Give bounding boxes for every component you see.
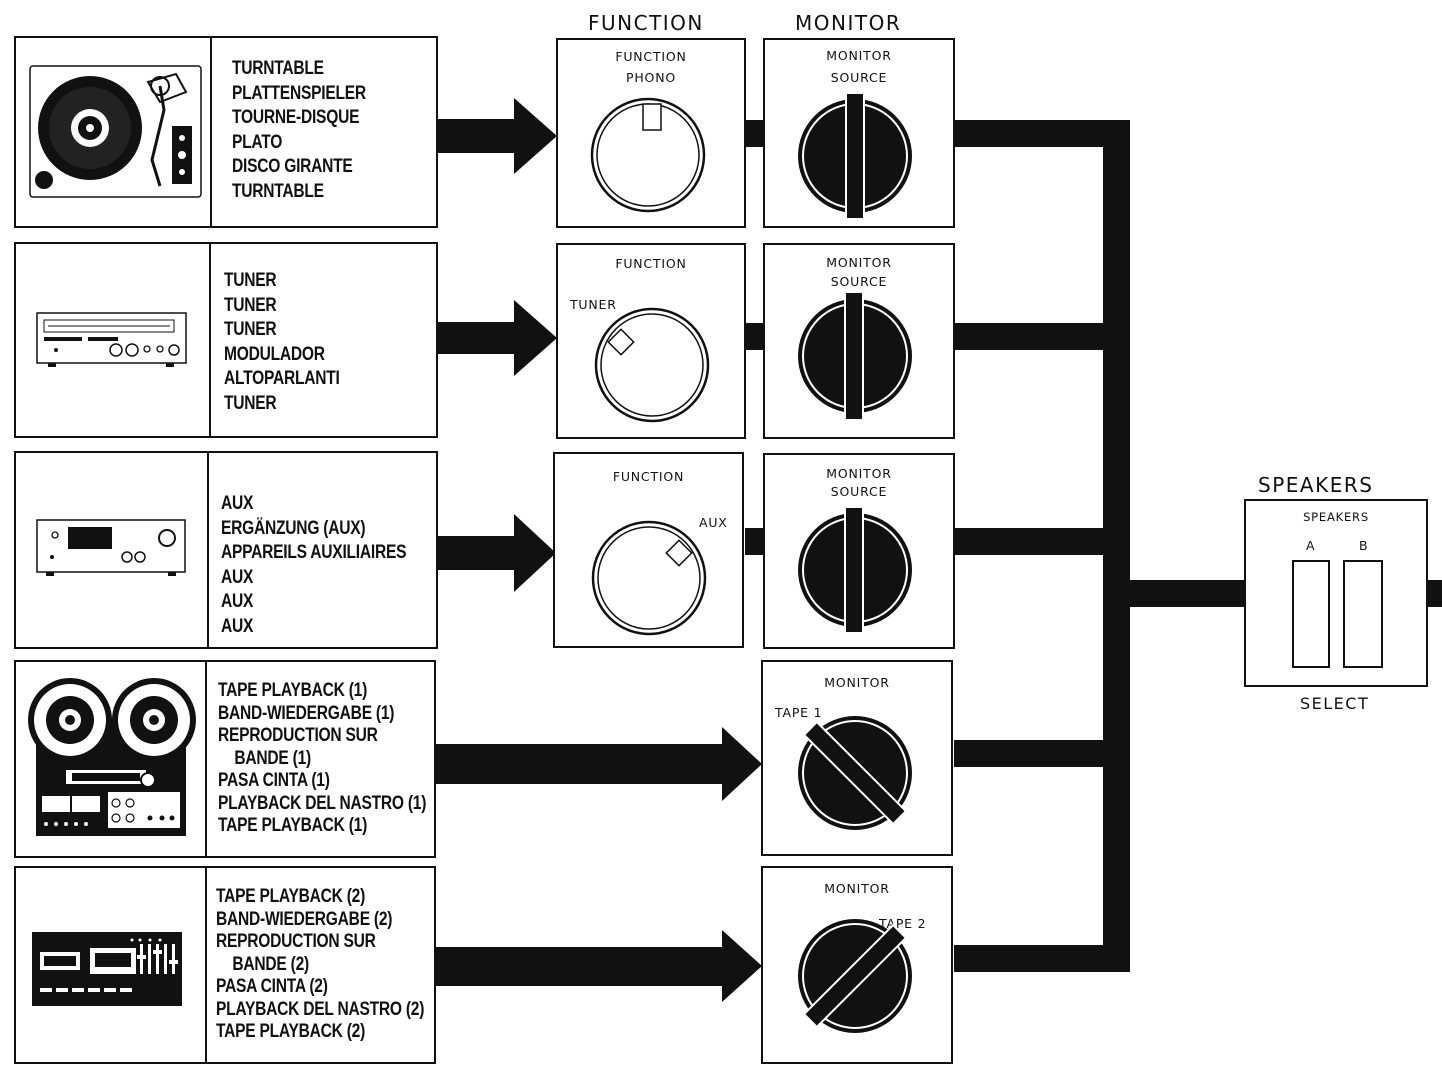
source-label: AUX	[221, 615, 254, 637]
monitor-row5-connector	[954, 945, 1130, 972]
turntable-labels: TURNTABLE PLATTENSPIELER TOURNE-DISQUE P…	[232, 57, 366, 204]
source-label: ERGÄNZUNG (AUX)	[221, 517, 366, 539]
source-label: TAPE PLAYBACK (1)	[218, 815, 368, 836]
function-panel-title: FUNCTION	[612, 469, 685, 484]
rotary-knob-icon	[594, 307, 710, 423]
source-label: APPAREILS AUXILIAIRES	[221, 542, 407, 563]
monitor-column-heading: MONITOR	[795, 11, 902, 35]
arrow-right-icon	[434, 727, 762, 801]
source-label: MODULADOR	[224, 343, 325, 365]
aux-labels: AUX ERGÄNZUNG (AUX) APPAREILS AUXILIAIRE…	[221, 492, 407, 639]
source-label: BAND-WIEDERGABE (1)	[218, 702, 395, 724]
speakers-select-caption: SELECT	[1300, 694, 1370, 713]
bus-to-speakers-connector	[1103, 580, 1246, 607]
rotary-knob-icon	[591, 520, 707, 636]
rotary-knob-icon	[798, 919, 912, 1033]
monitor-panel-title: MONITOR	[824, 881, 890, 896]
source-label: PLATO	[232, 131, 283, 153]
source-label: PLAYBACK DEL NASTRO (1)	[218, 792, 427, 814]
arrow-right-icon	[437, 300, 557, 376]
monitor-position-label: SOURCE	[830, 70, 888, 85]
tape1-labels: TAPE PLAYBACK (1) BAND-WIEDERGABE (1) RE…	[218, 680, 426, 838]
source-label: TURNTABLE	[232, 58, 324, 79]
source-label: TOURNE-DISQUE	[232, 107, 360, 128]
monitor-panel-title: MONITOR	[826, 255, 892, 270]
source-label: TURNTABLE	[232, 180, 324, 202]
row-divider	[207, 453, 209, 647]
monitor-row1-connector	[954, 120, 1130, 147]
monitor-position-label: SOURCE	[830, 274, 888, 289]
source-row-tuner	[14, 242, 438, 438]
speaker-switch-b[interactable]	[1343, 560, 1383, 668]
monitor-row3-connector	[954, 528, 1130, 555]
monitor-position-label: SOURCE	[830, 484, 888, 499]
source-label: AUX	[221, 566, 254, 588]
function-monitor-link-3	[745, 528, 765, 555]
source-label: PLATTENSPIELER	[232, 82, 366, 104]
speakers-panel: SPEAKERS A B	[1244, 499, 1428, 687]
monitor-position-label: TAPE 1	[775, 705, 823, 720]
speakers-panel-title: SPEAKERS	[1303, 510, 1369, 524]
source-label: TUNER	[224, 294, 277, 316]
function-panel-title: FUNCTION	[615, 49, 687, 64]
monitor-panel-title: MONITOR	[824, 675, 890, 690]
source-label: PASA CINTA (2)	[216, 976, 328, 997]
monitor-panel-title: MONITOR	[826, 48, 892, 63]
speaker-switch-a[interactable]	[1292, 560, 1330, 668]
function-monitor-link-1	[745, 120, 765, 147]
source-label: TAPE PLAYBACK (2)	[216, 1021, 366, 1042]
rotary-knob-icon	[590, 97, 706, 213]
source-label: TUNER	[224, 319, 277, 340]
row-divider	[205, 868, 207, 1062]
source-label: REPRODUCTION SUR	[218, 725, 378, 746]
function-column-heading: FUNCTION	[588, 11, 704, 35]
function-position-label: TUNER	[570, 297, 617, 312]
source-label: AUX	[221, 493, 254, 514]
rotary-knob-icon	[798, 291, 912, 421]
rotary-knob-icon	[798, 506, 912, 634]
speakers-heading: SPEAKERS	[1258, 473, 1374, 497]
arrow-right-icon	[437, 98, 557, 174]
source-label: BAND-WIEDERGABE (2)	[216, 908, 393, 930]
source-label: AUX	[221, 591, 254, 612]
tuner-labels: TUNER TUNER TUNER MODULADOR ALTOPARLANTI…	[224, 269, 340, 416]
arrow-right-icon	[436, 514, 556, 592]
speaker-switch-a-label: A	[1306, 538, 1316, 553]
rotary-knob-icon	[798, 716, 912, 830]
function-position-label: PHONO	[626, 70, 676, 85]
function-position-label: AUX	[699, 515, 728, 530]
source-label: ALTOPARLANTI	[224, 368, 340, 389]
row-divider	[209, 244, 211, 436]
monitor-row2-connector	[954, 323, 1130, 350]
source-label: PLAYBACK DEL NASTRO (2)	[216, 998, 425, 1020]
tape2-labels: TAPE PLAYBACK (2) BAND-WIEDERGABE (2) RE…	[216, 886, 424, 1044]
speakers-output-connector	[1426, 580, 1442, 607]
rotary-knob-icon	[798, 92, 912, 220]
source-label: TUNER	[224, 270, 277, 291]
row-divider	[210, 38, 212, 226]
speaker-switch-b-label: B	[1359, 538, 1369, 553]
source-label: BANDE (1)	[234, 747, 311, 769]
function-monitor-link-2	[745, 323, 765, 350]
source-label: TAPE PLAYBACK (1)	[218, 680, 368, 701]
source-label: BANDE (2)	[232, 953, 309, 975]
row-divider	[205, 662, 207, 856]
source-row-aux	[14, 451, 438, 649]
monitor-panel-title: MONITOR	[826, 466, 892, 481]
monitor-row4-connector	[954, 740, 1130, 767]
source-label: TAPE PLAYBACK (2)	[216, 886, 366, 907]
source-label: DISCO GIRANTE	[232, 156, 353, 177]
source-label: REPRODUCTION SUR	[216, 931, 376, 952]
source-label: PASA CINTA (1)	[218, 770, 330, 791]
arrow-right-icon	[434, 930, 762, 1002]
source-label: TUNER	[224, 392, 277, 414]
function-panel-title: FUNCTION	[615, 256, 687, 271]
